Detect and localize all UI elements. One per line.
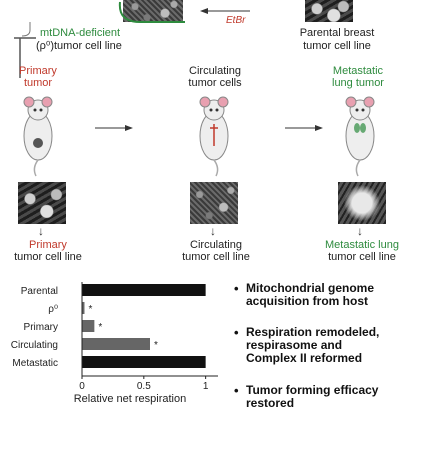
bar bbox=[82, 284, 206, 296]
finding-text: acquisition from host bbox=[246, 294, 369, 308]
category-label: ρ⁰ bbox=[48, 304, 58, 315]
category-label: Parental bbox=[21, 286, 58, 297]
category-label: Primary bbox=[24, 322, 58, 333]
bullet-icon: • bbox=[234, 325, 239, 340]
finding-item: • Mitochondrial genome acquisition from … bbox=[234, 282, 446, 326]
metastatic-label-1: Metastatic bbox=[332, 65, 384, 77]
category-label: Circulating bbox=[11, 340, 58, 351]
circulating-cells-photo bbox=[190, 182, 238, 224]
ethbr-label: EtBr bbox=[226, 15, 246, 26]
mouse-icon bbox=[345, 96, 375, 177]
bar bbox=[82, 320, 95, 332]
metastatic-label-2: lung tumor bbox=[332, 77, 384, 89]
finding-text: restored bbox=[246, 396, 295, 410]
metastatic-line-label-1: Metastatic lung bbox=[325, 239, 399, 251]
bullet-icon: • bbox=[234, 281, 239, 296]
finding-text: Tumor forming efficacy bbox=[246, 383, 379, 397]
finding-text: Mitochondrial genome bbox=[246, 281, 375, 295]
x-tick-label: 1 bbox=[203, 381, 209, 392]
respiration-chart: Parental ρ⁰ * Primary * Circulating * Metastati… bbox=[0, 276, 230, 448]
finding-text: Complex II reformed bbox=[246, 351, 363, 365]
primary-tumor-label-2: tumor bbox=[23, 77, 53, 89]
down-arrow-icon: ↓ bbox=[38, 224, 44, 238]
finding-text: Respiration remodeled, bbox=[246, 325, 380, 339]
bullet-icon: • bbox=[234, 383, 239, 398]
mice-row bbox=[23, 96, 375, 177]
significance-label: * bbox=[88, 304, 92, 315]
findings-list: • Mitochondrial genome acquisition from … bbox=[234, 282, 446, 424]
mtdna-deficient-label: mtDNA-deficient bbox=[40, 27, 121, 39]
down-arrow-icon: ↓ bbox=[210, 224, 216, 238]
significance-label: * bbox=[154, 340, 158, 351]
circulating-label-1: Circulating bbox=[189, 65, 241, 77]
respiration-chart-svg: Parental ρ⁰ * Primary * Circulating * Metastati… bbox=[11, 282, 218, 405]
primary-tumor-label-1: Primary bbox=[19, 65, 57, 77]
finding-text: respirasome and bbox=[246, 338, 343, 352]
circulating-line-label-1: Circulating bbox=[190, 239, 242, 251]
metastatic-lung-photo bbox=[338, 182, 386, 224]
down-arrow-icon: ↓ bbox=[357, 224, 363, 238]
rho0-label: (ρ⁰)tumor cell line bbox=[36, 40, 122, 52]
bar bbox=[82, 356, 206, 368]
bar bbox=[82, 302, 85, 314]
x-tick-label: 0.5 bbox=[137, 381, 151, 392]
mouse-icon bbox=[23, 96, 53, 177]
circulating-label-2: tumor cells bbox=[188, 77, 242, 89]
finding-item: • Tumor forming efficacy restored bbox=[234, 384, 446, 424]
bar bbox=[82, 338, 150, 350]
parental-label-1: Parental breast bbox=[299, 27, 375, 39]
primary-tumor-photo bbox=[18, 182, 66, 224]
finding-item: • Respiration remodeled, respirasome and… bbox=[234, 326, 446, 384]
parental-label-2: tumor cell line bbox=[303, 40, 371, 52]
primary-line-label-2: tumor cell line bbox=[14, 251, 82, 263]
x-tick-label: 0 bbox=[79, 381, 85, 392]
category-label: Metastatic bbox=[12, 358, 58, 369]
circulating-line-label-2: tumor cell line bbox=[182, 251, 250, 263]
metastatic-line-label-2: tumor cell line bbox=[328, 251, 396, 263]
primary-line-label-1: Primary bbox=[29, 239, 67, 251]
significance-label: * bbox=[98, 322, 102, 333]
parental-cells-photo bbox=[305, 0, 353, 22]
mouse-icon bbox=[199, 96, 229, 177]
x-axis-label: Relative net respiration bbox=[74, 393, 187, 405]
rho0-cells-photo bbox=[123, 0, 183, 22]
